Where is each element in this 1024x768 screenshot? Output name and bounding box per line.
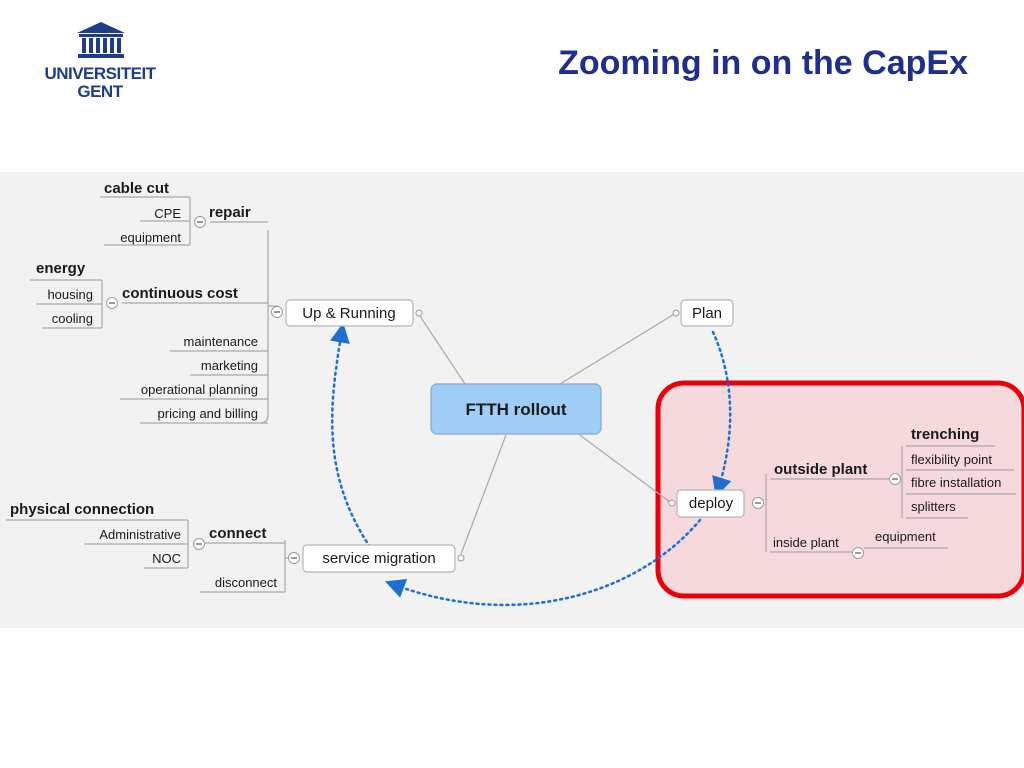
up-running-label: Up & Running: [302, 305, 395, 322]
equipment-repair-label: equipment: [120, 230, 181, 245]
cable-cut-label: cable cut: [104, 180, 169, 197]
logo-text-line2: GENT: [77, 82, 123, 101]
up-running-node: [285, 299, 414, 327]
administrative-label: Administrative: [99, 527, 181, 542]
plan-node: [680, 299, 734, 327]
equipment-inside-label: equipment: [875, 529, 936, 544]
highlight-box: [655, 380, 1024, 599]
upper-left-branches: [30, 196, 278, 424]
connect-label: connect: [209, 525, 267, 542]
physical-connection-label: physical connection: [10, 501, 154, 518]
splitters-label: splitters: [911, 499, 956, 514]
cooling-label: cooling: [52, 311, 93, 326]
pricing-billing-label: pricing and billing: [158, 406, 258, 421]
center-node: [430, 383, 602, 435]
lower-left-branches: [6, 519, 300, 593]
cpe-label: CPE: [154, 206, 181, 221]
service-migration-node: [302, 544, 456, 573]
maintenance-label: maintenance: [184, 334, 258, 349]
plan-label: Plan: [692, 305, 722, 322]
flow-arrows: [330, 322, 732, 607]
center-connectors: [417, 312, 677, 555]
connector-dots: [415, 309, 680, 562]
collapse-toggles: [106, 216, 901, 564]
operational-planning-label: operational planning: [141, 382, 258, 397]
disconnect-label: disconnect: [215, 575, 278, 590]
outside-plant-label: outside plant: [774, 461, 867, 478]
repair-label: repair: [209, 204, 251, 221]
flexibility-point-label: flexibility point: [911, 452, 992, 467]
university-logo: UNIVERSITEIT GENT: [40, 20, 160, 104]
energy-label: energy: [36, 260, 86, 277]
trenching-label: trenching: [911, 426, 979, 443]
page-title: Zooming in on the CapEx: [558, 44, 968, 82]
inside-plant-label: inside plant: [773, 535, 839, 550]
logo-text-line1: UNIVERSITEIT: [44, 64, 156, 83]
housing-label: housing: [47, 287, 93, 302]
center-label: FTTH rollout: [465, 400, 566, 419]
building-icon: [77, 22, 125, 58]
deploy-label: deploy: [689, 495, 734, 512]
fibre-installation-label: fibre installation: [911, 475, 1001, 490]
noc-label: NOC: [152, 551, 181, 566]
continuous-cost-label: continuous cost: [122, 285, 238, 302]
service-migration-label: service migration: [322, 550, 435, 567]
marketing-label: marketing: [201, 358, 258, 373]
right-branches: [765, 445, 1016, 553]
mindmap-diagram: FTTH rollout Up & Running Plan deploy se…: [6, 180, 1024, 607]
collapse-minus-marks: [109, 221, 898, 559]
deploy-node: [676, 489, 745, 518]
